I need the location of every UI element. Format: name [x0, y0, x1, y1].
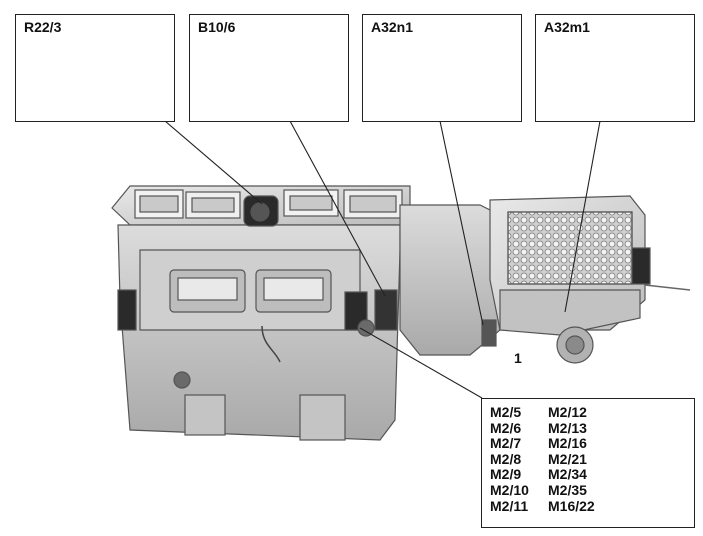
- callout-b10-6: B10/6: [189, 14, 349, 122]
- servo-motor-legend: M2/5 M2/6 M2/7 M2/8 M2/9 M2/10 M2/11 M2/…: [481, 398, 695, 528]
- legend-item: M2/11: [490, 497, 529, 514]
- legend-item: M2/21: [548, 450, 587, 467]
- legend-left-column: M2/5 M2/6 M2/7 M2/8 M2/9 M2/10 M2/11: [490, 404, 529, 514]
- legend-item: M16/22: [548, 497, 595, 514]
- legend-item: M2/34: [548, 466, 587, 483]
- callout-a32n1: A32n1: [362, 14, 522, 122]
- main-assembly-label: 1: [514, 350, 522, 366]
- callout-label-a32n1: A32n1: [371, 19, 414, 35]
- legend-item: M2/7: [490, 435, 522, 452]
- legend-item: M2/16: [548, 435, 587, 452]
- callout-label-b10-6: B10/6: [198, 19, 236, 35]
- callout-label-r22-3: R22/3: [24, 19, 62, 35]
- callout-label-a32m1: A32m1: [544, 19, 590, 35]
- leader-lines: [164, 120, 601, 399]
- legend-item: M2/10: [490, 481, 529, 498]
- legend-item: M2/12: [548, 404, 587, 420]
- callout-r22-3: R22/3: [15, 14, 175, 122]
- legend-item: M2/13: [548, 419, 587, 436]
- legend-item: M2/6: [490, 419, 522, 436]
- legend-item: M2/35: [548, 481, 587, 498]
- legend-item: M2/5: [490, 404, 522, 420]
- legend-item: M2/8: [490, 450, 522, 467]
- hvac-housing: [111, 185, 411, 441]
- legend-item: M2/9: [490, 466, 522, 483]
- legend-right-column: M2/12 M2/13 M2/16 M2/21 M2/34 M2/35 M16/…: [548, 404, 595, 514]
- callout-a32m1: A32m1: [535, 14, 695, 122]
- blower-housing: [399, 195, 691, 364]
